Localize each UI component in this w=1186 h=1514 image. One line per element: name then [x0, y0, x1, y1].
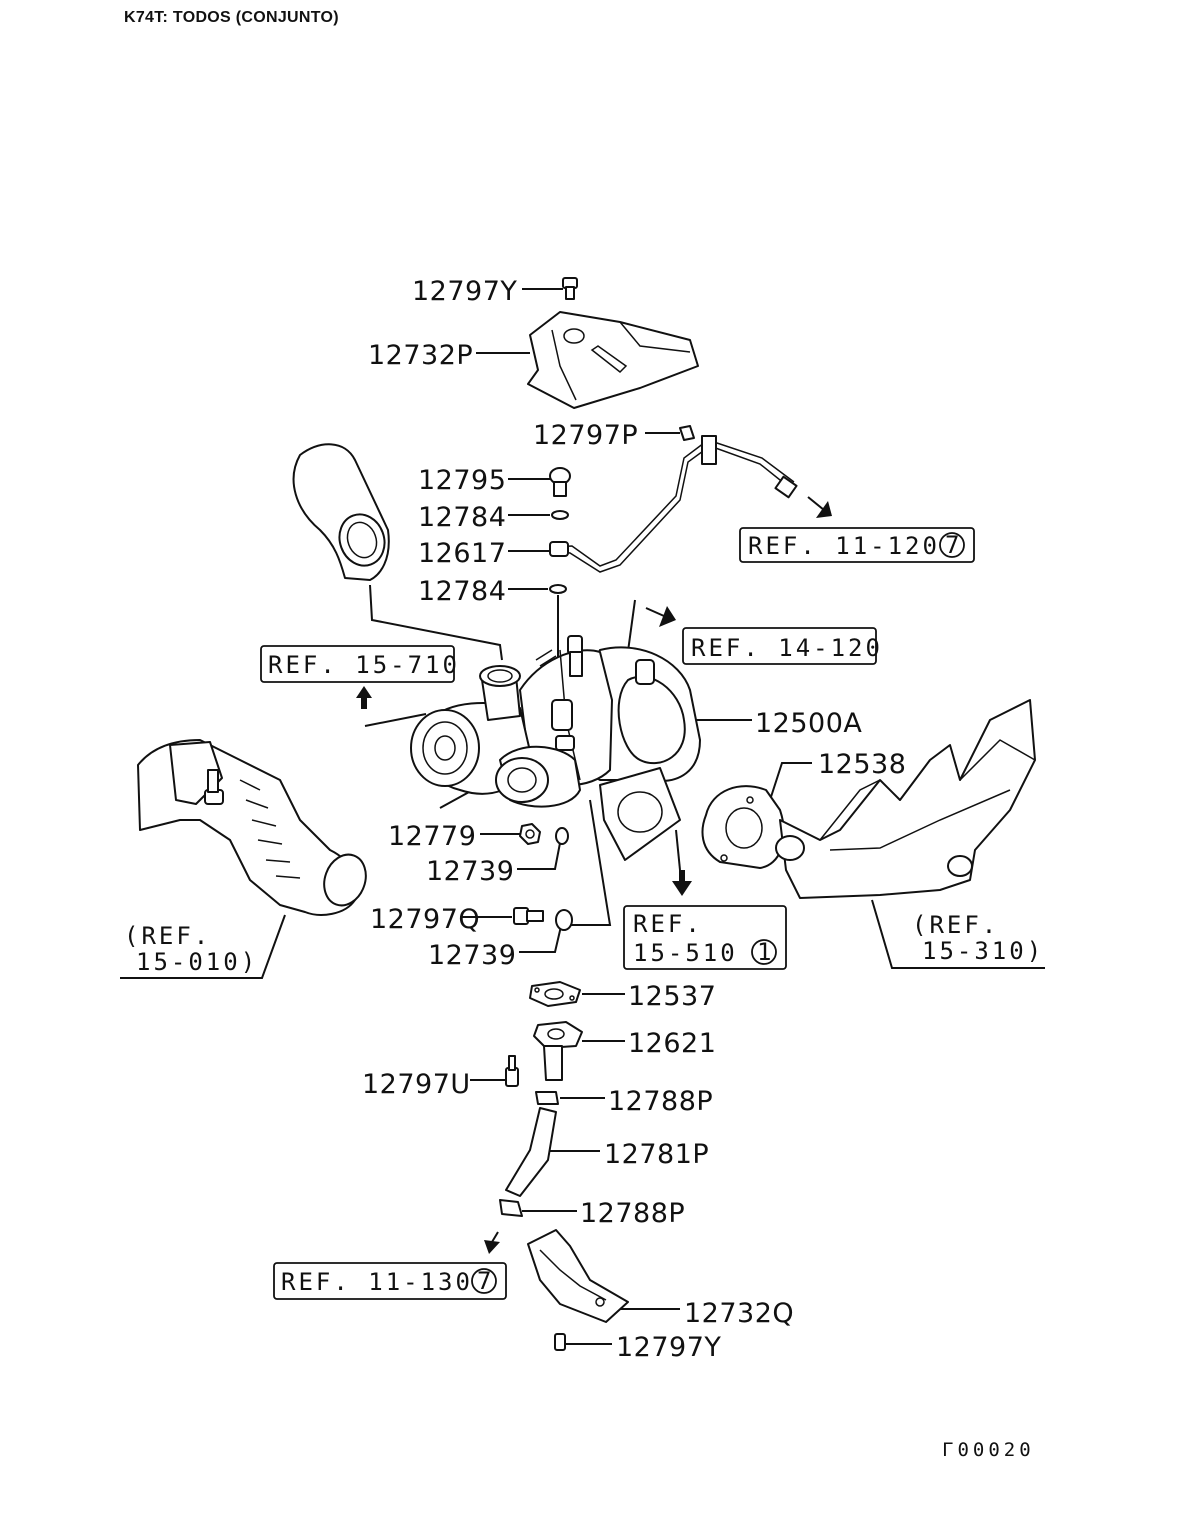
figure-code: Γ00020	[942, 1439, 1035, 1461]
part-label-12797Y-bottom[interactable]: 12797Y	[616, 1332, 721, 1363]
part-label-12779[interactable]: 12779	[388, 821, 476, 852]
page-title: K74T: TODOS (CONJUNTO)	[124, 9, 339, 26]
part-label-12781P[interactable]: 12781P	[604, 1139, 709, 1170]
oil-feed-pipe-12617-icon	[549, 425, 798, 573]
part-label-12797Q[interactable]: 12797Q	[370, 904, 480, 935]
ref-14-120-label: REF. 14-120	[691, 634, 883, 662]
bolt-12797Y-top-icon	[562, 277, 578, 300]
part-label-12797P[interactable]: 12797P	[533, 420, 638, 451]
oil-return-pipe-12621-icon	[533, 1021, 583, 1081]
part-label-12739-a[interactable]: 12739	[426, 856, 514, 887]
part-label-12732Q[interactable]: 12732Q	[684, 1298, 794, 1329]
part-label-12784-a[interactable]: 12784	[418, 502, 506, 533]
stud-12797U-icon	[505, 1055, 519, 1087]
part-label-12617[interactable]: 12617	[418, 538, 506, 569]
ref-11-130-number: 7	[477, 1267, 491, 1295]
ref-15-310-line2: 15-310)	[922, 937, 1044, 965]
part-label-12784-b[interactable]: 12784	[418, 576, 506, 607]
ref-11-130-label: REF. 11-130	[281, 1268, 473, 1296]
intake-elbow-hose-icon	[292, 443, 390, 581]
washer-12739-b-icon	[555, 909, 573, 931]
ref-15-510-label-line1: REF.	[633, 910, 703, 938]
heat-shield-12732Q-icon	[527, 1229, 629, 1323]
ref-15-510-box[interactable]: REF. 15-510 1	[623, 905, 787, 970]
ref-14-120-box[interactable]: REF. 14-120	[682, 627, 883, 665]
part-label-12788P-a[interactable]: 12788P	[608, 1086, 713, 1117]
part-label-12795[interactable]: 12795	[418, 465, 506, 496]
direction-arrows	[356, 496, 832, 1254]
intake-hose-icon	[137, 739, 367, 916]
part-label-12797U[interactable]: 12797U	[362, 1069, 471, 1100]
banjo-bolt-12795-icon	[549, 467, 571, 497]
exhaust-manifold-icon	[775, 699, 1036, 899]
ref-11-130-box[interactable]: REF. 11-130 7	[273, 1262, 507, 1300]
part-label-12732P[interactable]: 12732P	[368, 340, 473, 371]
turbocharger-12500A-icon	[410, 635, 701, 861]
ref-11-120-box[interactable]: REF. 11-120 7	[739, 527, 975, 563]
ref-15-710-label: REF. 15-710	[268, 651, 460, 679]
ref-15-310-text[interactable]: (REF. 15-310)	[912, 911, 1044, 965]
part-label-12621[interactable]: 12621	[628, 1028, 716, 1059]
nut-12779-icon	[519, 823, 541, 845]
ref-15-010-text[interactable]: (REF. 15-010)	[124, 922, 258, 976]
clamp-12788P-b-icon	[499, 1199, 523, 1217]
washer-12784-a-icon	[551, 510, 569, 520]
stud-12797Q-icon	[513, 907, 544, 925]
part-label-12788P-b[interactable]: 12788P	[580, 1198, 685, 1229]
part-label-12500A[interactable]: 12500A	[755, 708, 862, 739]
gasket-12538-icon	[701, 785, 785, 869]
washer-12784-b-icon	[549, 584, 567, 594]
ref-15-010-line1: (REF.	[124, 922, 211, 950]
heat-shield-12732P-icon	[527, 311, 699, 409]
part-label-12537[interactable]: 12537	[628, 981, 716, 1012]
part-label-12797Y-top[interactable]: 12797Y	[412, 276, 517, 307]
washer-12739-a-icon	[555, 827, 569, 845]
gasket-12537-icon	[529, 981, 581, 1007]
hose-12781P-icon	[505, 1107, 557, 1197]
ref-11-120-number: 7	[945, 531, 959, 559]
ref-15-710-box[interactable]: REF. 15-710	[260, 645, 460, 683]
clamp-12788P-a-icon	[535, 1091, 559, 1105]
part-label-12739-b[interactable]: 12739	[428, 940, 516, 971]
ref-15-310-line1: (REF.	[912, 911, 999, 939]
part-label-12538[interactable]: 12538	[818, 749, 906, 780]
ref-15-510-number: 1	[757, 938, 771, 966]
ref-15-010-line2: 15-010)	[136, 948, 258, 976]
bolt-12797Y-bottom-icon	[554, 1333, 566, 1351]
ref-15-510-label-line2: 15-510	[633, 939, 738, 967]
ref-11-120-label: REF. 11-120	[748, 532, 940, 560]
